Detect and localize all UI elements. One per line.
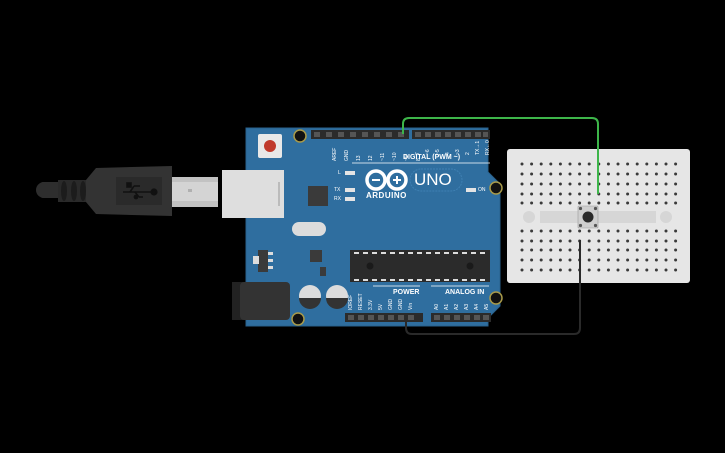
brand-label: ARDUINO	[366, 191, 407, 200]
digital-pin-label: ~9	[404, 155, 410, 161]
usb-cable[interactable]	[36, 166, 218, 216]
analog-pin-label: A2	[454, 303, 460, 310]
capacitor	[326, 285, 348, 309]
usb-icon	[123, 182, 158, 200]
digital-header-left[interactable]	[311, 130, 409, 139]
reset-button[interactable]	[258, 134, 282, 158]
digital-pin-label: 7	[415, 152, 421, 155]
mounting-hole	[489, 291, 503, 305]
analog-pin-label: A3	[464, 303, 470, 310]
digital-pin-label: ~11	[380, 152, 386, 161]
digital-pin-label: 2	[465, 152, 471, 155]
digital-pin-label: 12	[368, 155, 374, 161]
power-pin-label: IOREF	[348, 294, 354, 310]
power-pin-label: GND	[398, 298, 404, 310]
digital-pin-label: RX←0	[485, 140, 491, 155]
digital-pin-label: AREF	[332, 147, 338, 161]
digital-pin-label: ~5	[435, 149, 441, 155]
power-header[interactable]	[345, 313, 423, 322]
power-pin-label: 3.3V	[368, 299, 374, 310]
analog-pin-label: A4	[474, 303, 480, 310]
usb-port	[222, 170, 284, 218]
led-tx	[345, 188, 355, 192]
crystal	[292, 222, 326, 236]
analog-label: ANALOG IN	[445, 289, 485, 296]
digital-header-right[interactable]	[412, 130, 490, 139]
power-pin-label: RESET	[358, 293, 364, 310]
power-label: POWER	[393, 289, 420, 296]
usb-chip	[308, 186, 328, 206]
digital-pin-label: 8	[416, 158, 422, 161]
signal-wire[interactable]	[402, 117, 599, 194]
led-l	[345, 171, 355, 175]
led-label-rx: RX	[334, 196, 341, 202]
power-pin-label: GND	[388, 298, 394, 310]
atmega-chip	[350, 250, 490, 282]
led-label-tx: TX	[334, 187, 341, 193]
digital-pin-label: GND	[344, 149, 350, 161]
analog-pin-label: A1	[444, 303, 450, 310]
model-label: UNO	[414, 170, 452, 189]
led-label-on: ON	[478, 187, 486, 193]
power-pin-label: 5V	[378, 303, 384, 310]
led-on	[466, 188, 476, 192]
led-rx	[345, 197, 355, 201]
capacitor	[299, 285, 321, 309]
mounting-hole	[293, 129, 307, 143]
ground-wire[interactable]	[405, 240, 581, 335]
digital-pin-label: ~10	[392, 152, 398, 161]
voltage-regulator	[253, 250, 273, 272]
power-jack[interactable]	[232, 282, 290, 320]
analog-pin-label: A5	[484, 303, 490, 310]
analog-header[interactable]	[431, 313, 491, 322]
arduino-uno-board[interactable]	[222, 127, 503, 327]
breadboard[interactable]	[507, 149, 690, 283]
digital-pin-label: 4	[445, 152, 451, 155]
digital-pin-label: 13	[356, 155, 362, 161]
mounting-hole	[489, 181, 503, 195]
mounting-hole	[291, 312, 305, 326]
analog-pin-label: A0	[434, 303, 440, 310]
digital-pin-label: TX→1	[475, 140, 481, 155]
digital-pin-label: ~6	[425, 149, 431, 155]
led-label-l: L	[338, 170, 341, 176]
pushbutton[interactable]	[577, 205, 599, 229]
arduino-logo-icon	[365, 169, 408, 191]
digital-label: DIGITAL (PWM ~)	[403, 154, 461, 161]
digital-pin-label: ~3	[455, 149, 461, 155]
power-pin-label: Vin	[408, 302, 414, 310]
